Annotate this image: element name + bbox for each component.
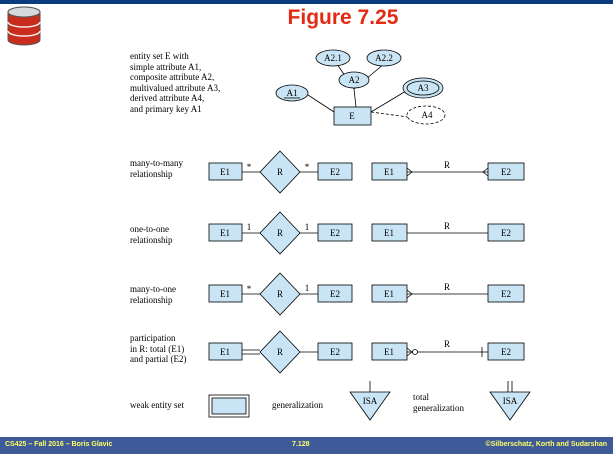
e1-label: E1: [384, 167, 394, 177]
one-to-one-crowsfoot: [371, 223, 525, 242]
one-marker: 1: [305, 283, 310, 293]
relationship-r-label: R: [444, 160, 450, 170]
participation-crowsfoot: [371, 342, 525, 361]
attribute-a2-1-label: A2.1: [324, 53, 342, 63]
entity-set-description: entity set E with simple attribute A1, c…: [130, 51, 221, 114]
entity-e-label: E: [349, 111, 355, 121]
attribute-a2-2-label: A2.2: [375, 53, 393, 63]
e1-label: E1: [220, 289, 230, 299]
attribute-a2: [338, 71, 370, 89]
slide-top-bar: [0, 0, 613, 4]
generalization-label: generalization: [272, 400, 323, 410]
entity-attribute-text: A2.1 A2.2 A2 A1 A3 A4 E: [287, 53, 433, 121]
many-to-many-label: many-to-many relationship: [130, 158, 183, 179]
many-to-one-label: many-to-one relationship: [130, 284, 176, 305]
attribute-a2-label: A2: [349, 75, 360, 85]
participation-label: participation in R: total (E1) and parti…: [130, 333, 187, 365]
entity-e: [333, 106, 372, 126]
e2-label: E2: [330, 228, 340, 238]
e2-label: E2: [330, 347, 340, 357]
relationship-r-label: R: [444, 221, 450, 231]
attribute-a3-outer: [402, 77, 444, 99]
e2-label: E2: [501, 228, 511, 238]
attribute-a2-2: [366, 49, 402, 67]
many-to-many-crowsfoot: [371, 162, 525, 181]
isa-label: ISA: [503, 396, 518, 406]
slide-title: Figure 7.25: [287, 6, 399, 29]
e1-label: E1: [384, 289, 394, 299]
participation-chen: [208, 330, 353, 374]
footer-copyright: ©Silberschatz, Korth and Sudarshan: [485, 441, 607, 448]
entity-attribute-group: [275, 49, 446, 126]
slide-footer-bar: [0, 437, 613, 454]
e2-label: E2: [501, 347, 511, 357]
one-to-one-label: one-to-one relationship: [130, 224, 173, 245]
weak-entity-set-label: weak entity set: [130, 400, 184, 410]
attribute-a2-1: [315, 49, 351, 67]
relationship-r-label: R: [444, 339, 450, 349]
footer-course: CS425 – Fall 2016 – Boris Glavic: [5, 441, 113, 448]
attribute-a4-label: A4: [422, 110, 433, 120]
many-to-many-chen: [208, 150, 353, 194]
attribute-a1-label: A1: [287, 88, 298, 98]
attribute-a3-inner: [406, 80, 440, 96]
diagram-labels: E1 R E2 * * E1 R E2 E1 R E2 1 1 E1 R E2 …: [220, 160, 518, 406]
relationship-r-label: R: [444, 282, 450, 292]
many-marker: *: [247, 284, 252, 294]
total-generalization-symbol: [489, 381, 531, 421]
relationship-r-label: R: [277, 347, 283, 357]
e1-label: E1: [220, 167, 230, 177]
weak-entity-symbol: [208, 394, 250, 418]
e1-label: E1: [220, 347, 230, 357]
attribute-a1: [275, 84, 309, 102]
many-to-one-crowsfoot: [371, 284, 525, 303]
e2-label: E2: [501, 289, 511, 299]
e1-label: E1: [220, 228, 230, 238]
many-marker: *: [305, 162, 310, 172]
entity-e2: [317, 162, 353, 181]
one-to-one-chen: [208, 211, 353, 255]
e2-label: E2: [330, 167, 340, 177]
relationship-r-label: R: [277, 289, 283, 299]
footer-page-number: 7.128: [292, 441, 310, 448]
e1-label: E1: [384, 347, 394, 357]
attribute-a3-label: A3: [418, 83, 429, 93]
many-to-one-chen: [208, 272, 353, 316]
relationship-r: [259, 150, 301, 194]
relationship-r-label: R: [277, 167, 283, 177]
e2-label: E2: [330, 289, 340, 299]
database-logo-icon: [7, 6, 41, 46]
generalization-symbol: [349, 381, 391, 421]
many-marker: *: [247, 162, 252, 172]
e2-label: E2: [501, 167, 511, 177]
one-marker: 1: [305, 222, 310, 232]
isa-label: ISA: [363, 396, 378, 406]
entity-e1: [208, 162, 243, 181]
attribute-a4: [406, 105, 446, 125]
one-marker: 1: [247, 222, 252, 232]
e1-label: E1: [384, 228, 394, 238]
total-generalization-label: total generalization: [413, 392, 464, 413]
relationship-r-label: R: [277, 228, 283, 238]
